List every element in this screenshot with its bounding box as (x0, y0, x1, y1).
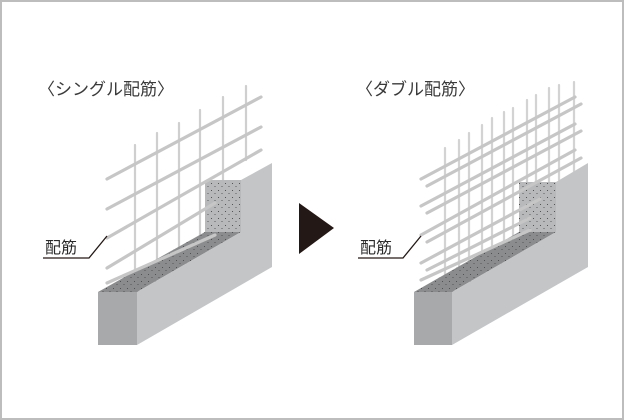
single-horizontal-bars (105, 95, 263, 285)
triangle-right-icon (299, 203, 334, 254)
double-rebar-callout-label: 配筋 (360, 238, 393, 257)
double-horizontal-bars (419, 95, 583, 282)
single-callout-leader (43, 235, 108, 259)
single-vertical-bars (133, 84, 248, 278)
single-rebar-title: 〈シングル配筋〉 (38, 80, 174, 100)
single-wall-front (98, 292, 137, 345)
single-wall-side (137, 163, 272, 345)
double-rebar-title: 〈ダブル配筋〉 (356, 80, 475, 100)
single-rebar-callout-label: 配筋 (45, 238, 78, 257)
single-rebar-wall (43, 84, 272, 345)
double-rebar-wall (358, 80, 588, 345)
double-callout-leader (358, 235, 422, 259)
double-wall-side (452, 163, 588, 345)
double-wall-front (414, 292, 452, 345)
